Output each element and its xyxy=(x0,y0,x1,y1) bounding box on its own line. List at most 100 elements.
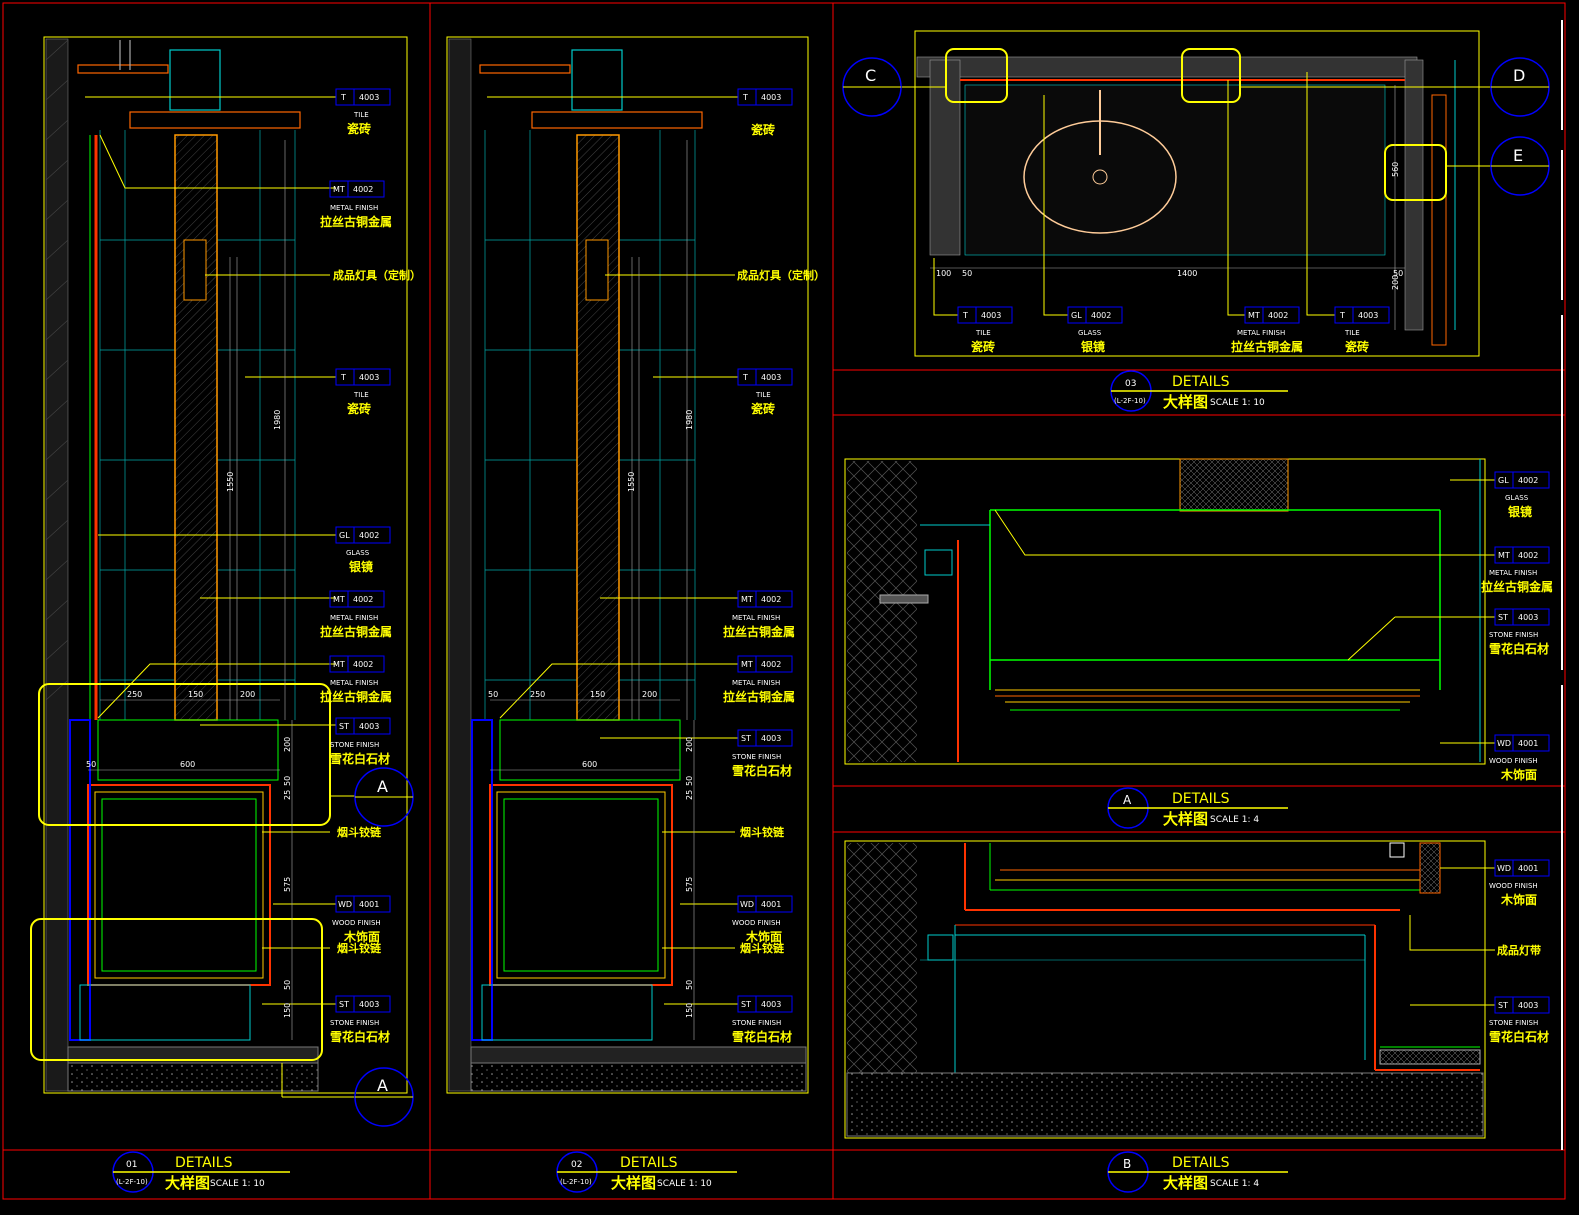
dim-text: 200 xyxy=(240,690,255,699)
hinge-note: 烟斗铰链 xyxy=(740,941,785,955)
fixture-note: 成品灯具（定制） xyxy=(737,268,825,282)
tag-chinese: 雪花白石材 xyxy=(330,751,390,766)
tag-tile: T 4003 TILE 瓷砖 xyxy=(957,306,1013,354)
tag-chinese: 雪花白石材 xyxy=(1489,641,1549,656)
tag-number: 4002 xyxy=(1518,476,1538,485)
tag-glass: GL 4002 GLASS 银镜 xyxy=(1494,471,1550,519)
dim-text: 600 xyxy=(582,760,597,769)
tag-stone-finish: ST 4003 STONE FINISH 雪花白石材 xyxy=(1489,996,1550,1044)
tag-number: 4003 xyxy=(359,722,379,731)
dim-text: 100 xyxy=(936,269,951,278)
detail-ref: (L-2F-10) xyxy=(116,1178,148,1186)
detail-number: A xyxy=(1123,793,1132,807)
callout-zone-a-upper xyxy=(38,683,331,826)
detail-title-cn: 大样图 xyxy=(1163,810,1208,828)
dim-text: 600 xyxy=(180,760,195,769)
callout-label: D xyxy=(1513,66,1525,85)
tag-chinese: 瓷砖 xyxy=(751,122,775,137)
panel-02-border xyxy=(446,36,809,1094)
tag-chinese: 木饰面 xyxy=(745,929,782,944)
dim-text: 50 xyxy=(488,690,498,699)
tag-number: 4001 xyxy=(1518,739,1538,748)
detail-title: DETAILS xyxy=(175,1155,233,1171)
tag-english: METAL FINISH xyxy=(732,679,780,687)
tag-chinese: 拉丝古铜金属 xyxy=(320,214,392,229)
back-wall xyxy=(916,56,1418,78)
vanity-cabinet xyxy=(69,719,279,1041)
dim-text: 575 xyxy=(685,877,694,892)
light-strip-note: 成品灯带 xyxy=(1497,943,1541,957)
tag-code: MT xyxy=(333,660,345,669)
tag-english: WOOD FINISH xyxy=(1489,882,1538,890)
tag-number: 4003 xyxy=(359,93,379,102)
dimension-labels: 1980 1550 250 150 200 50 600 200 25 50 5… xyxy=(86,410,292,1018)
tag-chinese: 雪花白石材 xyxy=(1489,1029,1549,1044)
floor-base xyxy=(470,1062,807,1092)
dim-text: 50 xyxy=(283,776,292,786)
tag-number: 4003 xyxy=(359,1000,379,1009)
tag-code: ST xyxy=(741,1000,751,1009)
tag-tile: T 4003 TILE 瓷砖 xyxy=(335,368,391,416)
panel-b-border xyxy=(844,840,1486,1139)
tag-code: T xyxy=(340,373,346,382)
tag-glass: GL 4002 GLASS 银镜 xyxy=(335,526,391,574)
tag-number: 4002 xyxy=(1268,311,1288,320)
detail-scale: SCALE 1: 4 xyxy=(1210,1179,1259,1189)
dim-text: 50 xyxy=(685,776,694,786)
tag-number: 4003 xyxy=(1518,1001,1538,1010)
tag-number: 4002 xyxy=(761,660,781,669)
tag-chinese: 瓷砖 xyxy=(751,401,775,416)
tag-chinese: 拉丝古铜金属 xyxy=(723,624,795,639)
tag-english: STONE FINISH xyxy=(330,741,379,749)
hinge-note: 烟斗铰链 xyxy=(337,825,382,839)
detail-panel-a: GL 4002 GLASS 银镜 MT 4002 METAL FINISH 拉丝… xyxy=(844,458,1553,829)
material-tags: T 4003 TILE 瓷砖 GL 4002 GLASS 银镜 MT 4002 … xyxy=(957,306,1390,354)
tag-number: 4002 xyxy=(1091,311,1111,320)
detail-title-cn: 大样图 xyxy=(611,1174,656,1192)
tag-english: TILE xyxy=(353,391,369,399)
tag-code: GL xyxy=(1498,476,1509,485)
tag-english: STONE FINISH xyxy=(732,1019,781,1027)
tag-code: MT xyxy=(741,595,753,604)
callout-bubble-c: C xyxy=(842,57,902,117)
dim-text: 1980 xyxy=(685,410,694,430)
detail-ref: (L-2F-10) xyxy=(1114,397,1146,405)
detail-title-cn: 大样图 xyxy=(1163,1174,1208,1192)
fixture-note: 成品灯具（定制） xyxy=(333,268,421,282)
tag-number: 4001 xyxy=(359,900,379,909)
tag-chinese: 木饰面 xyxy=(1500,892,1537,907)
dimension-labels: 1980 1550 50 250 150 200 600 200 25 50 5… xyxy=(488,410,694,1018)
tag-english: GLASS xyxy=(1505,494,1529,502)
tag-metal-finish: MT 4002 METAL FINISH 拉丝古铜金属 xyxy=(723,590,795,639)
tag-english: TILE xyxy=(755,391,771,399)
detail-title-cn: 大样图 xyxy=(165,1174,210,1192)
tag-code: MT xyxy=(741,660,753,669)
tag-chinese: 木饰面 xyxy=(1500,767,1537,782)
tag-number: 4002 xyxy=(761,595,781,604)
tag-chinese: 雪花白石材 xyxy=(732,1029,792,1044)
tag-english: METAL FINISH xyxy=(330,679,378,687)
tag-number: 4003 xyxy=(359,373,379,382)
tag-code: WD xyxy=(338,900,352,909)
tag-english: STONE FINISH xyxy=(1489,1019,1538,1027)
material-tags: T 4003 TILE 瓷砖 MT 4002 METAL FINISH 拉丝古铜… xyxy=(320,88,421,1044)
tag-english: STONE FINISH xyxy=(732,753,781,761)
detail-number: 01 xyxy=(126,1160,137,1170)
detail-scale: SCALE 1: 4 xyxy=(1210,815,1259,825)
detail-panel-02: 1980 1550 50 250 150 200 600 200 25 50 5… xyxy=(446,36,825,1193)
title-block-b: B DETAILS 大样图 SCALE 1: 4 xyxy=(1107,1151,1288,1193)
tag-stone-finish: ST 4003 STONE FINISH 雪花白石材 xyxy=(732,995,793,1044)
tag-code: WD xyxy=(740,900,754,909)
detail-scale: SCALE 1: 10 xyxy=(657,1179,712,1189)
tag-english: WOOD FINISH xyxy=(1489,757,1538,765)
dim-text: 200 xyxy=(283,737,292,752)
tag-number: 4002 xyxy=(359,531,379,540)
detail-title-cn: 大样图 xyxy=(1163,393,1208,411)
tag-code: ST xyxy=(741,734,751,743)
detail-number: B xyxy=(1123,1157,1131,1171)
tag-code: ST xyxy=(339,722,349,731)
detail-ref: (L-2F-10) xyxy=(560,1178,592,1186)
callout-bubble-d: D xyxy=(1490,57,1550,117)
detail-panel-01: 1980 1550 250 150 200 50 600 200 25 50 5… xyxy=(30,36,421,1193)
dim-text: 50 xyxy=(962,269,972,278)
